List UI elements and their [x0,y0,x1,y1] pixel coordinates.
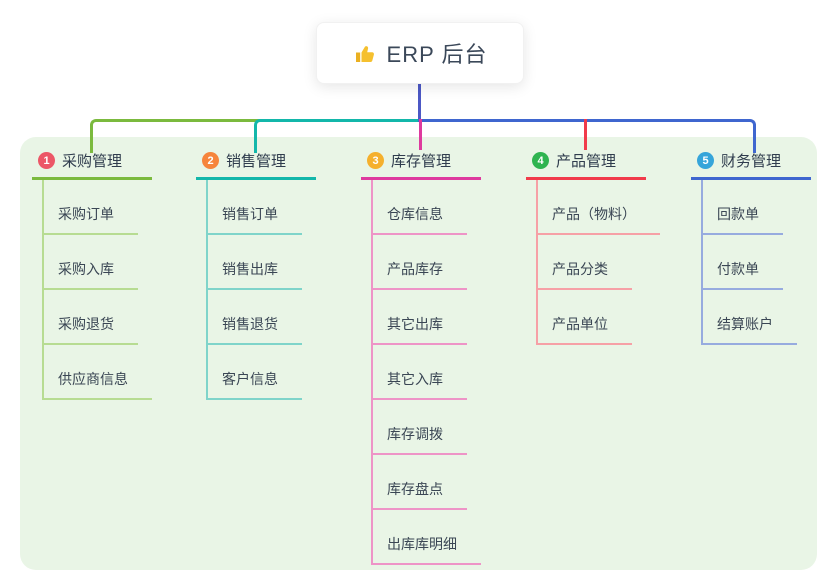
branch-label: 产品管理 [556,153,617,170]
branch-采购管理: 1 采购管理采购订单采购入库采购退货供应商信息 [32,148,182,400]
branch-header-库存管理[interactable]: 3 库存管理 [361,148,481,180]
child-row: 产品库存 [371,235,511,290]
branch-label: 销售管理 [226,153,287,170]
branch-header-产品管理[interactable]: 4 产品管理 [526,148,646,180]
child-row: 销售退货 [206,290,346,345]
branch-5-connector [418,119,756,153]
child-node-产品库存[interactable]: 产品库存 [371,259,467,290]
branch-children: 采购订单采购入库采购退货供应商信息 [42,180,182,400]
child-node-采购订单[interactable]: 采购订单 [42,204,138,235]
child-node-供应商信息[interactable]: 供应商信息 [42,369,152,400]
branch-销售管理: 2 销售管理销售订单销售出库销售退货客户信息 [196,148,346,400]
branch-trunk-line [701,180,703,345]
child-node-销售出库[interactable]: 销售出库 [206,259,302,290]
child-row: 库存盘点 [371,455,511,510]
child-node-其它出库[interactable]: 其它出库 [371,314,467,345]
branch-trunk-line [371,180,373,565]
child-row: 采购订单 [42,180,182,235]
child-row: 采购退货 [42,290,182,345]
child-row: 采购入库 [42,235,182,290]
child-row: 回款单 [701,180,839,235]
branch-children: 销售订单销售出库销售退货客户信息 [206,180,346,400]
child-row: 销售订单 [206,180,346,235]
branch-label: 财务管理 [721,153,782,170]
child-node-仓库信息[interactable]: 仓库信息 [371,204,467,235]
child-node-其它入库[interactable]: 其它入库 [371,369,467,400]
child-node-销售订单[interactable]: 销售订单 [206,204,302,235]
branch-number-badge: 2 [202,152,219,169]
branch-产品管理: 4 产品管理产品（物料） 产品分类产品单位 [526,148,676,345]
branch-number-badge: 1 [38,152,55,169]
branch-number-badge: 3 [367,152,384,169]
child-node-产品单位[interactable]: 产品单位 [536,314,632,345]
child-node-客户信息[interactable]: 客户信息 [206,369,302,400]
child-row: 供应商信息 [42,345,182,400]
branch-children: 仓库信息产品库存其它出库其它入库库存调拨库存盘点出库库明细 [371,180,511,565]
branch-4-connector [584,119,587,150]
child-node-出库库明细[interactable]: 出库库明细 [371,534,481,565]
branch-header-销售管理[interactable]: 2 销售管理 [196,148,316,180]
branch-children: 回款单付款单结算账户 [701,180,839,345]
branch-2-connector [254,119,421,153]
child-row: 出库库明细 [371,510,511,565]
child-row: 产品（物料） [536,180,676,235]
child-node-结算账户[interactable]: 结算账户 [701,314,797,345]
thumbs-up-icon [353,41,377,65]
child-row: 产品单位 [536,290,676,345]
child-row: 库存调拨 [371,400,511,455]
branch-trunk-line [536,180,538,345]
branch-label: 采购管理 [62,153,123,170]
branch-header-采购管理[interactable]: 1 采购管理 [32,148,152,180]
branches-panel [20,137,817,570]
branch-财务管理: 5 财务管理回款单付款单结算账户 [691,148,839,345]
child-node-库存盘点[interactable]: 库存盘点 [371,479,467,510]
root-label: ERP 后台 [386,42,488,67]
branch-trunk-line [206,180,208,400]
child-row: 其它出库 [371,290,511,345]
child-row: 其它入库 [371,345,511,400]
child-node-付款单[interactable]: 付款单 [701,259,783,290]
child-node-产品分类[interactable]: 产品分类 [536,259,632,290]
branch-3-connector [419,119,422,150]
child-row: 结算账户 [701,290,839,345]
child-node-库存调拨[interactable]: 库存调拨 [371,424,467,455]
child-node-产品（物料）[interactable]: 产品（物料） [536,204,660,235]
child-row: 付款单 [701,235,839,290]
child-row: 客户信息 [206,345,346,400]
child-row: 销售出库 [206,235,346,290]
branch-库存管理: 3 库存管理仓库信息产品库存其它出库其它入库库存调拨库存盘点出库库明细 [361,148,511,565]
root-connector-line [418,82,421,122]
branch-header-财务管理[interactable]: 5 财务管理 [691,148,811,180]
child-row: 产品分类 [536,235,676,290]
branch-number-badge: 4 [532,152,549,169]
branch-children: 产品（物料） 产品分类产品单位 [536,180,676,345]
child-node-采购入库[interactable]: 采购入库 [42,259,138,290]
branch-trunk-line [42,180,44,400]
branch-number-badge: 5 [697,152,714,169]
child-node-销售退货[interactable]: 销售退货 [206,314,302,345]
root-node[interactable]: ERP 后台 [316,22,524,84]
branch-label: 库存管理 [391,153,452,170]
child-node-采购退货[interactable]: 采购退货 [42,314,138,345]
child-row: 仓库信息 [371,180,511,235]
child-node-回款单[interactable]: 回款单 [701,204,783,235]
